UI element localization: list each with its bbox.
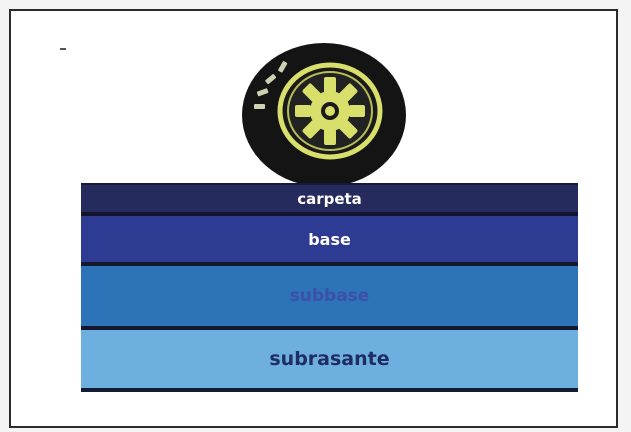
- layer-base-label: base: [308, 229, 351, 249]
- layer-subrasante: subrasante: [81, 330, 578, 392]
- layer-carpeta: carpeta: [81, 183, 578, 216]
- tire-wheel-icon: [242, 43, 406, 187]
- layer-base: base: [81, 216, 578, 266]
- layer-subbase-label: subbase: [289, 286, 370, 306]
- layer-subrasante-label: subrasante: [269, 348, 390, 370]
- layer-carpeta-label: carpeta: [297, 189, 362, 208]
- stray-mark: [60, 48, 66, 50]
- layer-subbase: subbase: [81, 266, 578, 330]
